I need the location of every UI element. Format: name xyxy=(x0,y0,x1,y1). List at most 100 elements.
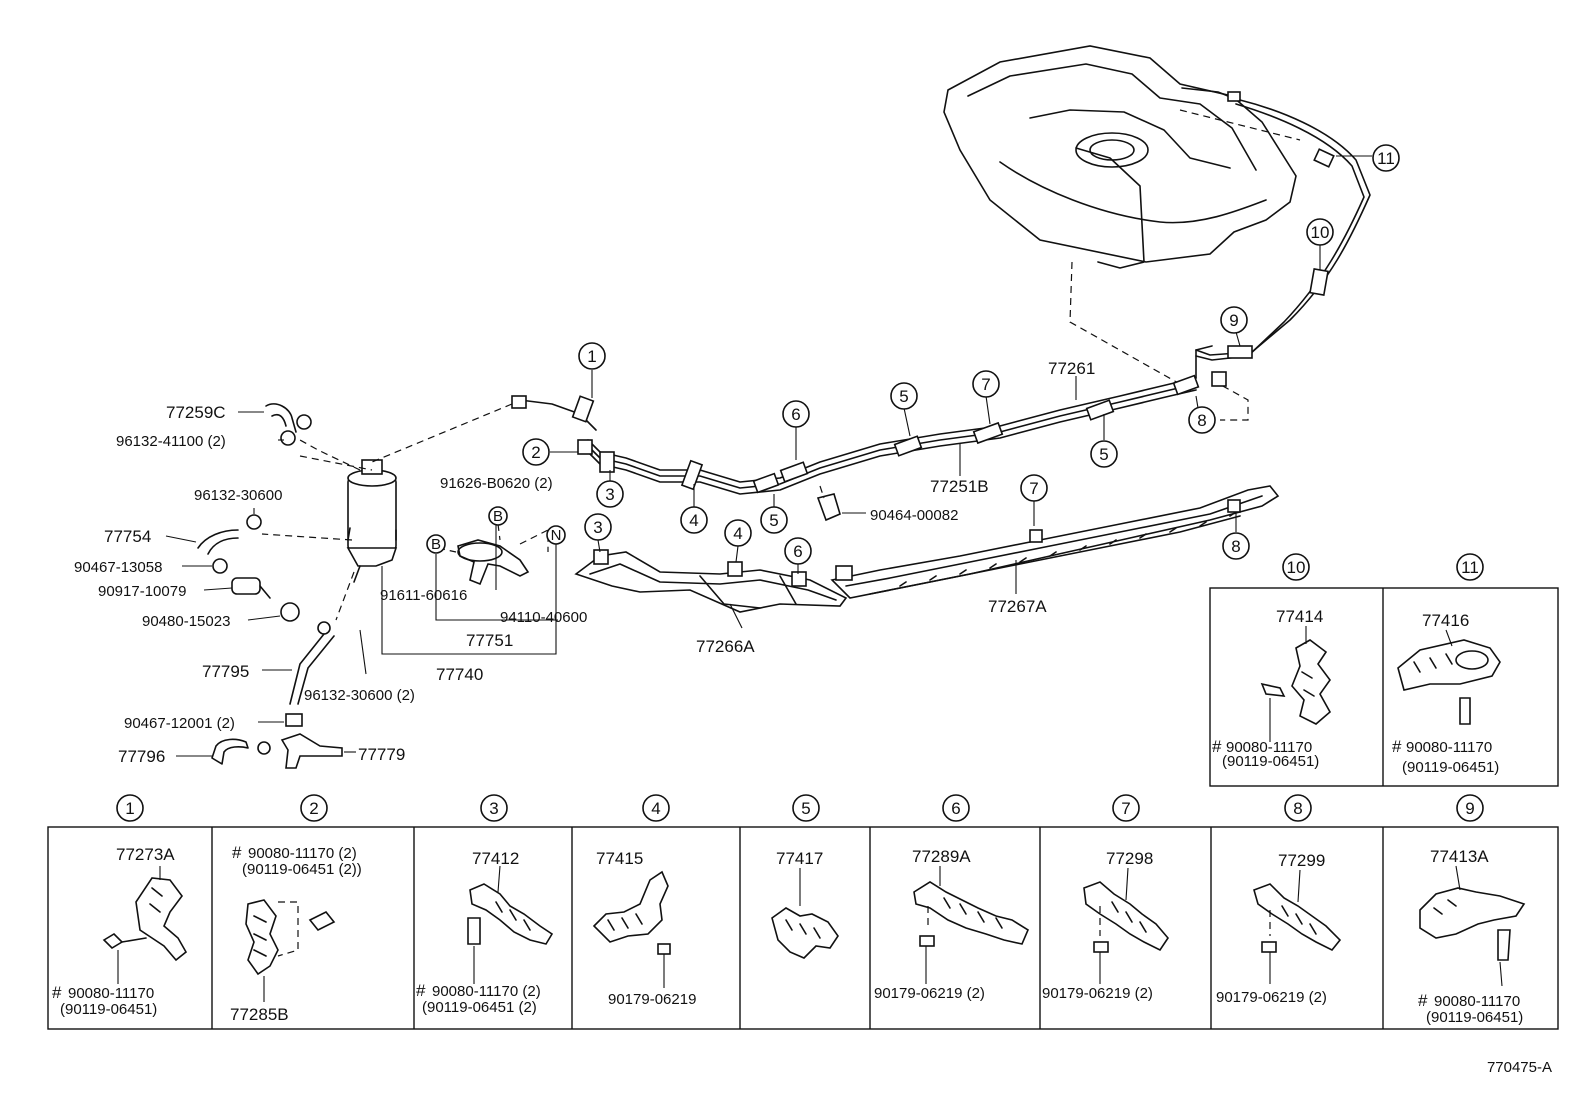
detail-6-part: 77289A xyxy=(912,847,971,866)
svg-text:11: 11 xyxy=(1377,149,1395,168)
svg-text:B: B xyxy=(431,536,441,553)
label-77751: 77751 xyxy=(466,631,513,650)
svg-text:3: 3 xyxy=(605,485,614,504)
svg-text:8: 8 xyxy=(1231,537,1240,556)
callout-8: 8 xyxy=(1188,406,1216,434)
detail-callout-3: 3 xyxy=(480,794,508,822)
main-part-labels: 77259C 96132-41100 (2) 96132-30600 77754… xyxy=(74,359,1095,766)
detail-2-part: 77285B xyxy=(230,1005,289,1024)
svg-text:11: 11 xyxy=(1461,558,1479,577)
mark-b-1: B xyxy=(488,506,508,526)
callout-5c: 5 xyxy=(1090,440,1118,468)
fuel-line-protectors xyxy=(574,485,1280,613)
label-77740: 77740 xyxy=(436,665,483,684)
svg-text:2: 2 xyxy=(309,799,318,818)
detail-10-part: 77414 xyxy=(1276,607,1323,626)
diagram-code: 770475-A xyxy=(1487,1059,1552,1076)
label-94110-40600: 94110-40600 xyxy=(500,609,587,626)
detail-3-hash: # xyxy=(416,981,426,1000)
detail-11-hash: # xyxy=(1392,737,1402,756)
detail-6-fastener: 90179-06219 (2) xyxy=(874,985,985,1002)
svg-text:1: 1 xyxy=(587,347,596,366)
svg-text:7: 7 xyxy=(1121,799,1130,818)
detail-10-alt-fastener: (90119-06451) xyxy=(1222,753,1319,770)
label-91611-60616: 91611-60616 xyxy=(380,587,467,604)
main-fuel-lines xyxy=(511,345,1227,522)
detail-8-part: 77299 xyxy=(1278,851,1325,870)
detail-3-part: 77412 xyxy=(472,849,519,868)
callout-8b: 8 xyxy=(1222,532,1250,560)
detail-2-alt-fastener: (90119-06451 (2)) xyxy=(242,861,362,878)
label-91626-b0620: 91626-B0620 (2) xyxy=(440,475,553,492)
label-77779: 77779 xyxy=(358,745,405,764)
main-callouts: 1 2 3 4 5 6 5 7 5 8 9 10 11 3 4 6 7 8 xyxy=(522,144,1400,565)
detail-callout-10: 10 xyxy=(1282,553,1310,581)
svg-text:N: N xyxy=(551,527,562,544)
svg-text:4: 4 xyxy=(651,799,660,818)
detail-callout-2: 2 xyxy=(300,794,328,822)
callout-2: 2 xyxy=(522,438,550,466)
label-77267a: 77267A xyxy=(988,597,1047,616)
detail-9-part: 77413A xyxy=(1430,847,1489,866)
detail-panel-10-11: 10 11 77414 # 90080-11170 (90119-06451) … xyxy=(1209,553,1559,787)
detail-callout-6: 6 xyxy=(942,794,970,822)
callout-3: 3 xyxy=(596,480,624,508)
detail-4-part: 77415 xyxy=(596,849,643,868)
label-90464-00082: 90464-00082 xyxy=(870,507,958,524)
detail-1-alt-fastener: (90119-06451) xyxy=(60,1001,157,1018)
callout-7b: 7 xyxy=(1020,474,1048,502)
mark-n: N xyxy=(546,525,566,545)
svg-text:10: 10 xyxy=(1311,223,1330,242)
detail-1-fastener: 90080-11170 xyxy=(68,985,154,1002)
detail-1-hash: # xyxy=(52,983,62,1002)
callout-5: 5 xyxy=(760,506,788,534)
label-90480-15023: 90480-15023 xyxy=(142,613,230,630)
label-90467-13058: 90467-13058 xyxy=(74,559,162,576)
svg-text:8: 8 xyxy=(1197,411,1206,430)
callout-10: 10 xyxy=(1306,218,1334,246)
label-90467-12001: 90467-12001 (2) xyxy=(124,715,235,732)
svg-text:5: 5 xyxy=(801,799,810,818)
tank-feed-lines xyxy=(1069,99,1371,421)
charcoal-canister xyxy=(261,403,549,621)
svg-text:10: 10 xyxy=(1287,558,1306,577)
detail-2-fastener: 90080-11170 (2) xyxy=(248,845,357,862)
detail-callout-1: 1 xyxy=(116,794,144,822)
detail-callout-5: 5 xyxy=(792,794,820,822)
callout-7: 7 xyxy=(972,370,1000,398)
svg-text:5: 5 xyxy=(769,511,778,530)
detail-2-hash: # xyxy=(232,843,242,862)
detail-11-alt-fastener: (90119-06451) xyxy=(1402,759,1499,776)
detail-callout-7: 7 xyxy=(1112,794,1140,822)
fuel-tank xyxy=(943,45,1297,269)
detail-callout-9: 9 xyxy=(1456,794,1484,822)
label-77754: 77754 xyxy=(104,527,151,546)
label-96132-41100: 96132-41100 (2) xyxy=(116,433,226,450)
label-90917-10079: 90917-10079 xyxy=(98,583,186,600)
callout-6: 6 xyxy=(782,400,810,428)
svg-text:6: 6 xyxy=(951,799,960,818)
svg-text:8: 8 xyxy=(1293,799,1302,818)
svg-text:6: 6 xyxy=(793,542,802,561)
svg-text:4: 4 xyxy=(733,524,742,543)
detail-7-part: 77298 xyxy=(1106,849,1153,868)
vapor-hoses xyxy=(197,403,343,769)
svg-text:6: 6 xyxy=(791,405,800,424)
detail-8-fastener: 90179-06219 (2) xyxy=(1216,989,1327,1006)
svg-text:5: 5 xyxy=(899,387,908,406)
callout-1: 1 xyxy=(578,342,606,370)
svg-text:3: 3 xyxy=(593,518,602,537)
detail-callout-8: 8 xyxy=(1284,794,1312,822)
callout-4: 4 xyxy=(680,506,708,534)
label-77796: 77796 xyxy=(118,747,165,766)
svg-text:B: B xyxy=(493,508,503,525)
detail-9-hash: # xyxy=(1418,991,1428,1010)
svg-text:1: 1 xyxy=(125,799,134,818)
svg-text:4: 4 xyxy=(689,511,698,530)
detail-3-fastener: 90080-11170 (2) xyxy=(432,983,541,1000)
detail-10-hash: # xyxy=(1212,737,1222,756)
leader-lines xyxy=(165,155,1372,757)
label-77251b: 77251B xyxy=(930,477,989,496)
svg-text:7: 7 xyxy=(1029,479,1038,498)
